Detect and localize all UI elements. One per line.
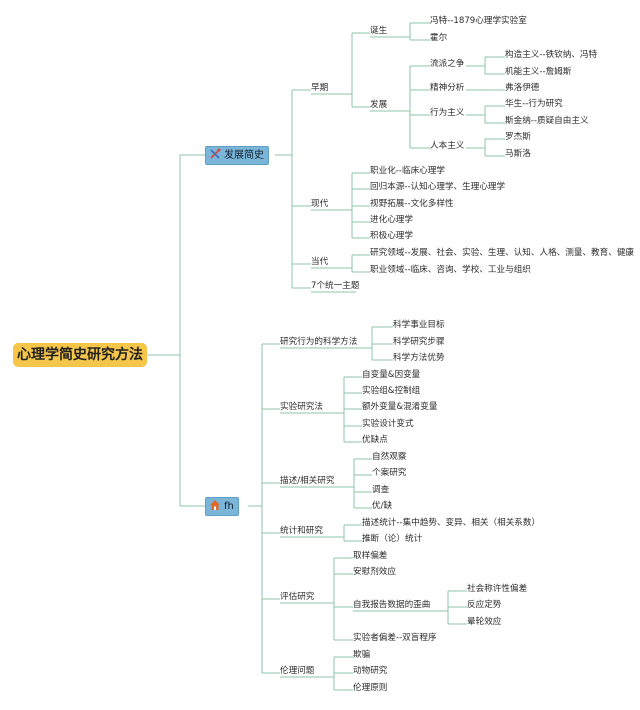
root-node[interactable]: 心理学简史研究方法 xyxy=(13,343,147,367)
node-desc-2[interactable]: 个案研究 xyxy=(372,468,407,478)
node-descriptive[interactable]: 描述/相关研究 xyxy=(280,476,335,486)
node-desc-4[interactable]: 优/缺 xyxy=(372,501,393,511)
node-ethics[interactable]: 伦理问题 xyxy=(280,666,315,676)
node-science-3[interactable]: 科学方法优势 xyxy=(393,353,445,363)
node-placebo[interactable]: 安慰剂效应 xyxy=(353,567,396,577)
node-science-2[interactable]: 科学研究步骤 xyxy=(393,337,445,347)
node-freud[interactable]: 弗洛伊德 xyxy=(505,83,540,93)
node-humanism[interactable]: 人本主义 xyxy=(430,141,465,151)
node-selfreport-2[interactable]: 反应定势 xyxy=(467,600,502,610)
node-exp-3[interactable]: 额外变量&混淆变量 xyxy=(362,402,438,412)
house-icon xyxy=(209,499,221,511)
node-selfreport-3[interactable]: 晕轮效应 xyxy=(467,617,502,627)
node-sampling[interactable]: 取样偏差 xyxy=(353,551,388,561)
node-statistics[interactable]: 统计和研究 xyxy=(280,526,323,536)
node-skinner[interactable]: 斯金纳--质疑自由主义 xyxy=(505,116,589,126)
node-modern-2[interactable]: 回归本源--认知心理学、生理心理学 xyxy=(370,182,506,192)
node-ethics-3[interactable]: 伦理原则 xyxy=(353,683,388,693)
node-ethics-2[interactable]: 动物研究 xyxy=(353,666,388,676)
node-exp-5[interactable]: 优缺点 xyxy=(362,435,388,445)
node-selfreport-1[interactable]: 社会称许性偏差 xyxy=(467,584,528,594)
node-functionalism[interactable]: 机能主义--詹姆斯 xyxy=(505,67,572,77)
node-evaluation[interactable]: 评估研究 xyxy=(280,592,315,602)
node-rogers[interactable]: 罗杰斯 xyxy=(505,132,531,142)
node-ethics-1[interactable]: 欺骗 xyxy=(353,650,371,660)
node-stat-1[interactable]: 描述统计--集中趋势、变异、相关（相关系数） xyxy=(362,518,541,528)
node-birth[interactable]: 诞生 xyxy=(370,26,388,36)
node-experimenter[interactable]: 实验者偏差--双盲程序 xyxy=(353,633,437,643)
node-desc-3[interactable]: 调查 xyxy=(372,485,390,495)
node-modern-3[interactable]: 视野拓展--文化多样性 xyxy=(370,199,454,209)
node-wundt[interactable]: 冯特--1879心理学实验室 xyxy=(430,16,527,26)
node-structuralism[interactable]: 构造主义--铁钦纳、冯特 xyxy=(505,50,598,60)
node-behaviorism[interactable]: 行为主义 xyxy=(430,108,465,118)
node-contemporary-2[interactable]: 职业领域--临床、咨询、学校、工业与组织 xyxy=(370,265,531,275)
tools-icon xyxy=(209,148,221,160)
branch-methods-label: fh xyxy=(224,501,234,512)
node-contemporary[interactable]: 当代 xyxy=(311,257,329,267)
node-science-1[interactable]: 科学事业目标 xyxy=(393,320,445,330)
node-early[interactable]: 早期 xyxy=(311,83,329,93)
node-schools[interactable]: 流派之争 xyxy=(430,59,465,69)
node-modern-5[interactable]: 积极心理学 xyxy=(370,231,413,241)
node-watson[interactable]: 华生--行为研究 xyxy=(505,99,563,109)
node-exp-1[interactable]: 自变量&因变量 xyxy=(362,370,421,380)
node-science[interactable]: 研究行为的科学方法 xyxy=(280,337,358,347)
node-modern[interactable]: 现代 xyxy=(311,199,329,209)
node-selfreport[interactable]: 自我报告数据的歪曲 xyxy=(353,600,431,610)
node-experimental[interactable]: 实验研究法 xyxy=(280,402,323,412)
node-desc-1[interactable]: 自然观察 xyxy=(372,452,407,462)
node-stat-2[interactable]: 推断（论）统计 xyxy=(362,534,423,544)
branch-methods[interactable]: fh xyxy=(205,497,239,516)
branch-history[interactable]: 发展简史 xyxy=(205,146,269,165)
branch-history-label: 发展简史 xyxy=(224,150,264,161)
node-modern-1[interactable]: 职业化--临床心理学 xyxy=(370,166,445,176)
node-hall[interactable]: 霍尔 xyxy=(430,33,448,43)
node-development[interactable]: 发展 xyxy=(370,100,388,110)
node-exp-2[interactable]: 实验组&控制组 xyxy=(362,386,421,396)
node-psychoanalysis[interactable]: 精神分析 xyxy=(430,83,465,93)
node-themes[interactable]: 7个统一主题 xyxy=(311,281,360,291)
node-modern-4[interactable]: 进化心理学 xyxy=(370,215,413,225)
node-maslow[interactable]: 马斯洛 xyxy=(505,149,531,159)
node-exp-4[interactable]: 实验设计变式 xyxy=(362,419,414,429)
node-contemporary-1[interactable]: 研究领域--发展、社会、实验、生理、认知、人格、测量、教育、健康 xyxy=(370,248,635,258)
